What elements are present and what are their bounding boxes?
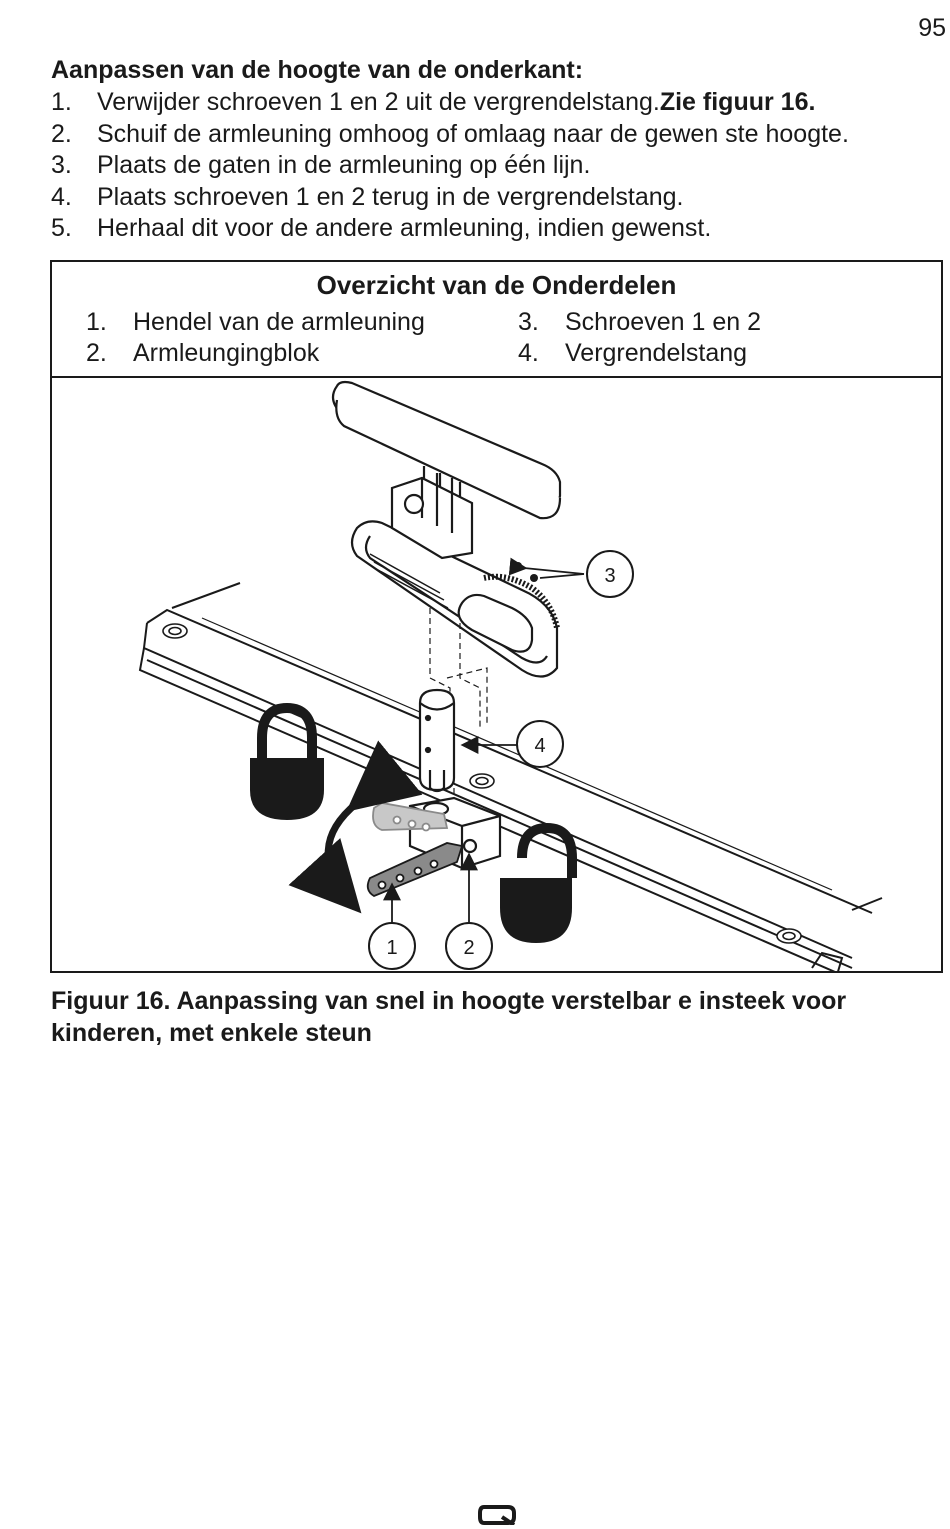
armrest-block	[350, 473, 560, 678]
seat-rail	[138, 582, 883, 971]
parts-overview: Overzicht van de Onderdelen 1. Hendel van…	[52, 262, 941, 378]
part-number: 1.	[86, 308, 107, 336]
part-number: 2.	[86, 339, 107, 367]
rotation-arrow-icon	[288, 740, 423, 914]
lever-active	[366, 842, 464, 898]
step-text: Plaats de gaten in de armleuning op één …	[97, 151, 591, 179]
page-number: 95	[918, 14, 946, 42]
step-number: 4.	[51, 182, 72, 211]
step-number: 1.	[51, 88, 72, 116]
callout-label: 2	[463, 937, 474, 959]
figure-caption: Figuur 16. Aanpassing van snel in hoogte…	[51, 987, 847, 1047]
part-label: Hendel van de armleuning	[133, 308, 425, 336]
instruction-steps: 1. Verwijder schroeven 1 en 2 uit de verg…	[51, 87, 849, 245]
callout-4: 4	[516, 720, 564, 768]
locking-bar	[418, 688, 456, 793]
callout-label: 1	[386, 937, 397, 959]
unlocked-padlock-icon	[500, 822, 577, 943]
step-text: Herhaal dit voor de andere armleuning, i…	[97, 214, 712, 242]
callout-label: 4	[534, 735, 545, 757]
callout-label: 3	[604, 565, 615, 587]
part-number: 3.	[518, 308, 539, 336]
step-text: Verwijder schroeven 1 en 2 uit de vergre…	[97, 88, 660, 116]
brand-logo-icon	[478, 1505, 516, 1525]
step-item: 4. Plaats schroeven 1 en 2 terug in de ve…	[51, 182, 849, 214]
step-item: 3. Plaats de gaten in de armleuning op éé…	[51, 150, 849, 182]
figure-reference: Zie figuur 16.	[659, 88, 816, 116]
step-item: 2. Schuif de armleuning omhoog of omlaag …	[51, 119, 849, 151]
armrest-pad	[331, 380, 562, 520]
parts-overview-title: Overzicht van de Onderdelen	[316, 270, 677, 300]
part-label: Schroeven 1 en 2	[565, 308, 761, 336]
part-number: 4.	[518, 339, 539, 367]
locked-padlock-icon	[250, 702, 324, 820]
rail-bolt	[162, 623, 802, 944]
part-item-screws: 3. Schroeven 1 en 2	[518, 308, 761, 337]
callout-1: 1	[368, 922, 416, 970]
armrest-illustration: 3 4 1 2	[138, 380, 883, 971]
part-item-lever: 1. Hendel van de armleuning	[86, 308, 425, 337]
callout-2: 2	[445, 922, 493, 970]
part-item-locking-bar: 4. Vergrendelstang	[518, 339, 747, 368]
figure-box: Overzicht van de Onderdelen 1. Hendel van…	[50, 260, 943, 973]
step-text: Plaats schroeven 1 en 2 terug in de verg…	[97, 182, 684, 211]
step-number: 3.	[51, 151, 72, 179]
step-number: 2.	[51, 119, 72, 148]
step-text: Schuif de armleuning omhoog of omlaag na…	[97, 119, 849, 148]
part-label: Vergrendelstang	[565, 339, 748, 367]
section-heading: Aanpassen van de hoogte van de onderkant…	[51, 56, 584, 84]
callout-3: 3	[586, 550, 634, 598]
step-item: 5. Herhaal dit voor de andere armleuning,…	[51, 213, 849, 245]
step-number: 5.	[51, 214, 72, 242]
part-label: Armleungingblok	[133, 339, 320, 367]
step-item: 1. Verwijder schroeven 1 en 2 uit de verg…	[51, 87, 849, 119]
part-item-block: 2. Armleungingblok	[86, 339, 319, 368]
